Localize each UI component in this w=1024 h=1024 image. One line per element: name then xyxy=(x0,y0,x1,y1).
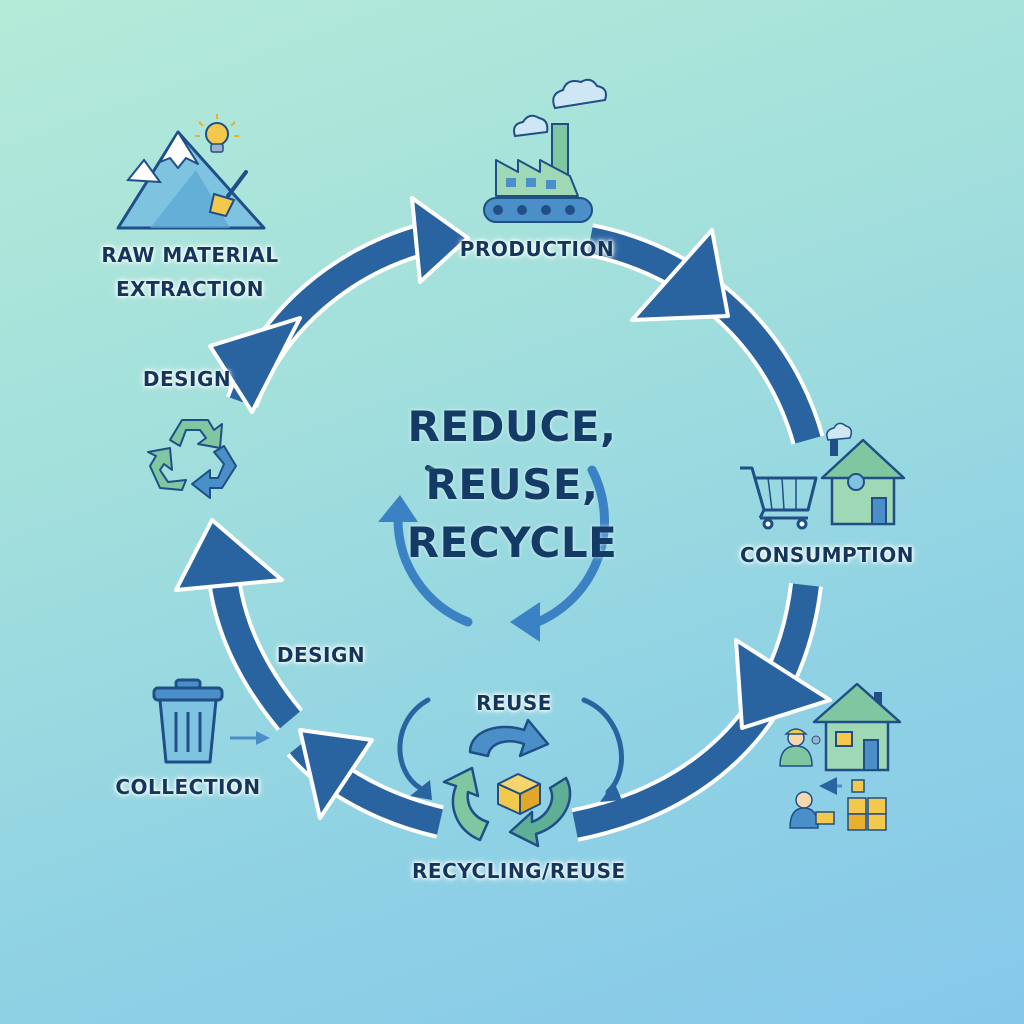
stage-label-raw-material-line-1: RAW MATERIAL xyxy=(101,243,279,267)
arrow-collection-to-design xyxy=(174,518,304,731)
stage-label-design-lower: DESIGN xyxy=(276,643,366,667)
center-title-line-2: REUSE, xyxy=(425,460,599,509)
stage-label-reuse: REUSE xyxy=(476,691,552,715)
stage-label-raw-material: RAW MATERIAL EXTRACTION xyxy=(100,238,280,306)
lightbulb-icon xyxy=(195,114,239,153)
center-title-line-3: RECYCLE xyxy=(406,518,618,567)
arrow-production-to-consumption xyxy=(586,223,825,445)
arrow-right-icon xyxy=(230,731,270,745)
stage-label-collection: COLLECTION xyxy=(115,775,261,799)
recycle-icon xyxy=(147,419,237,499)
stage-label-design-upper: DESIGN xyxy=(142,367,232,391)
arrow-design-to-production xyxy=(208,196,470,414)
stage-label-production: PRODUCTION xyxy=(459,237,615,261)
factory-icon xyxy=(495,123,579,197)
recycle-icon xyxy=(442,718,572,848)
stage-label-recycling-reuse: RECYCLING/REUSE xyxy=(412,859,626,883)
shovel-icon xyxy=(208,170,248,218)
center-title-line-1: REDUCE, xyxy=(407,402,617,451)
shopping-cart-icon xyxy=(740,466,818,530)
conveyor-icon xyxy=(483,197,593,223)
stage-label-consumption: CONSUMPTION xyxy=(740,543,914,567)
center-cycle-arrows xyxy=(378,465,609,642)
worker-icon xyxy=(789,791,835,829)
house-icon xyxy=(820,422,906,526)
package-icon xyxy=(497,773,541,815)
center-title: REDUCE, REUSE, RECYCLE xyxy=(362,398,662,572)
trash-bin-icon xyxy=(152,678,224,764)
house-icon xyxy=(812,682,902,772)
reuse-curved-arrows xyxy=(397,697,624,802)
arrow-consumption-to-recycling xyxy=(571,582,832,842)
arrow-recycling-to-collection xyxy=(286,728,445,839)
cycle-arrows xyxy=(174,196,832,842)
worker-icon xyxy=(779,728,821,767)
cloud-icon xyxy=(513,78,607,138)
package-icon xyxy=(819,777,887,831)
stage-label-raw-material-line-2: EXTRACTION xyxy=(115,277,265,301)
